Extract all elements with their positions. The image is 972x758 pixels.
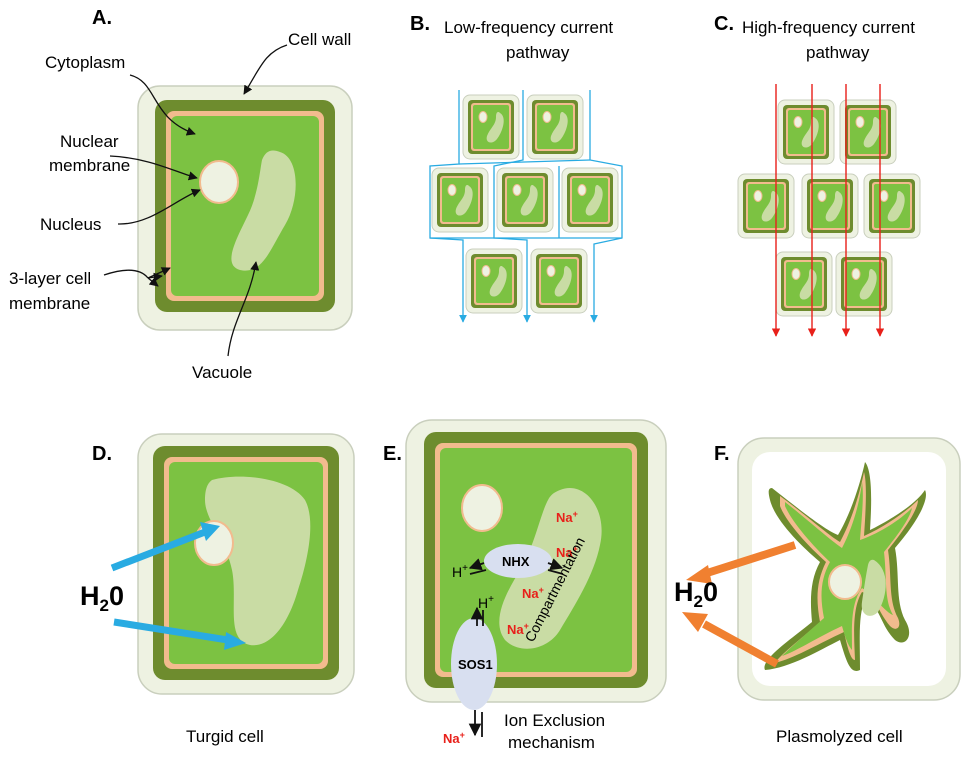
panel-b-title-line-2: pathway — [506, 43, 570, 62]
panel-c: C. High-frequency current pathway — [714, 13, 921, 337]
cell-c3 — [737, 173, 795, 239]
cell-b4 — [496, 167, 554, 233]
nhx-exchange-arrows — [468, 558, 564, 575]
panel-a-letter: A. — [92, 7, 112, 29]
panel-d-letter: D. — [92, 443, 112, 465]
panel-b: B. Low-frequency current pathway — [410, 13, 623, 323]
label-cell-membrane-1: 3-layer cell — [9, 269, 91, 288]
panel-c-title-line-2: pathway — [806, 43, 870, 62]
water-inflow-arrows — [110, 528, 229, 644]
sodium-ion-2: Na+ — [556, 544, 578, 560]
water-outflow-arrowheads — [682, 565, 712, 632]
label-nuclear-membrane-2: membrane — [49, 156, 130, 175]
cell-c7 — [835, 251, 893, 317]
cell-b2 — [526, 94, 584, 160]
label-nuclear-membrane-1: Nuclear — [60, 132, 119, 151]
sodium-ion-3: Na+ — [522, 585, 544, 601]
caption-plasmolyzed-cell: Plasmolyzed cell — [776, 727, 903, 746]
cell-b1 — [462, 94, 520, 160]
cell-c5 — [863, 173, 921, 239]
water-label-f: H20 — [674, 577, 718, 611]
water-label-d: H20 — [80, 581, 124, 615]
panel-b-letter: B. — [410, 13, 430, 35]
sos1-exchange-arrows — [468, 606, 484, 737]
label-vacuole: Vacuole — [192, 363, 252, 382]
cell-c4 — [801, 173, 859, 239]
high-frequency-current-paths — [771, 84, 885, 337]
h-ion-top: H+ — [478, 594, 494, 611]
turgid-vacuole — [205, 476, 311, 646]
panel-f-letter: F. — [714, 443, 730, 465]
panel-c-letter: C. — [714, 13, 734, 35]
plasmolyzed-nucleus — [828, 564, 862, 600]
nhx-label: NHX — [502, 554, 530, 569]
sodium-ion-1: Na+ — [556, 509, 578, 525]
panel-b-title-line-1: Low-frequency current — [444, 18, 613, 37]
label-cytoplasm: Cytoplasm — [45, 53, 125, 72]
cell-b3 — [431, 167, 489, 233]
sodium-ion-4: Na+ — [507, 621, 529, 637]
low-frequency-current-paths — [429, 90, 623, 323]
cell-c1 — [777, 99, 835, 165]
caption-turgid-cell: Turgid cell — [186, 727, 264, 746]
panel-f: F. H20 Plasmolyzed cell — [674, 437, 961, 746]
panel-e: E. NHX H+ Na+ Na+ Na+ Na+ Na+ Compartmen… — [383, 419, 667, 752]
vacuole — [231, 150, 296, 271]
cell-c2 — [839, 99, 897, 165]
panel-e-letter: E. — [383, 443, 402, 465]
panel-d: D. H20 Turgid cell — [80, 433, 355, 746]
nucleus — [199, 160, 239, 204]
sos1-transporter — [451, 618, 497, 710]
cell-b7 — [530, 248, 588, 314]
label-cell-membrane-2: membrane — [9, 294, 90, 313]
label-nucleus: Nucleus — [40, 215, 101, 234]
cell-c6 — [775, 251, 833, 317]
panel-a: A. Cell wall Cytoplasm Nuclear membrane … — [9, 7, 353, 382]
cell-b5 — [561, 167, 619, 233]
water-outflow-arrows — [702, 541, 797, 668]
sodium-ion-outside: Na+ — [443, 730, 465, 746]
nhx-transporter — [484, 544, 552, 578]
sos1-label: SOS1 — [458, 657, 493, 672]
ion-nucleus — [461, 484, 503, 532]
water-inflow-arrowheads — [200, 522, 246, 650]
label-cell-wall: Cell wall — [288, 30, 351, 49]
cell-b6 — [465, 248, 523, 314]
panel-a-pointer-arrows — [103, 44, 288, 357]
panel-c-title-line-1: High-frequency current — [742, 18, 915, 37]
caption-ion-exclusion-1: Ion Exclusion — [504, 711, 605, 730]
h-ion-left: H+ — [452, 563, 468, 580]
caption-ion-exclusion-2: mechanism — [508, 733, 595, 752]
plasmolyzed-vacuole — [861, 559, 886, 616]
